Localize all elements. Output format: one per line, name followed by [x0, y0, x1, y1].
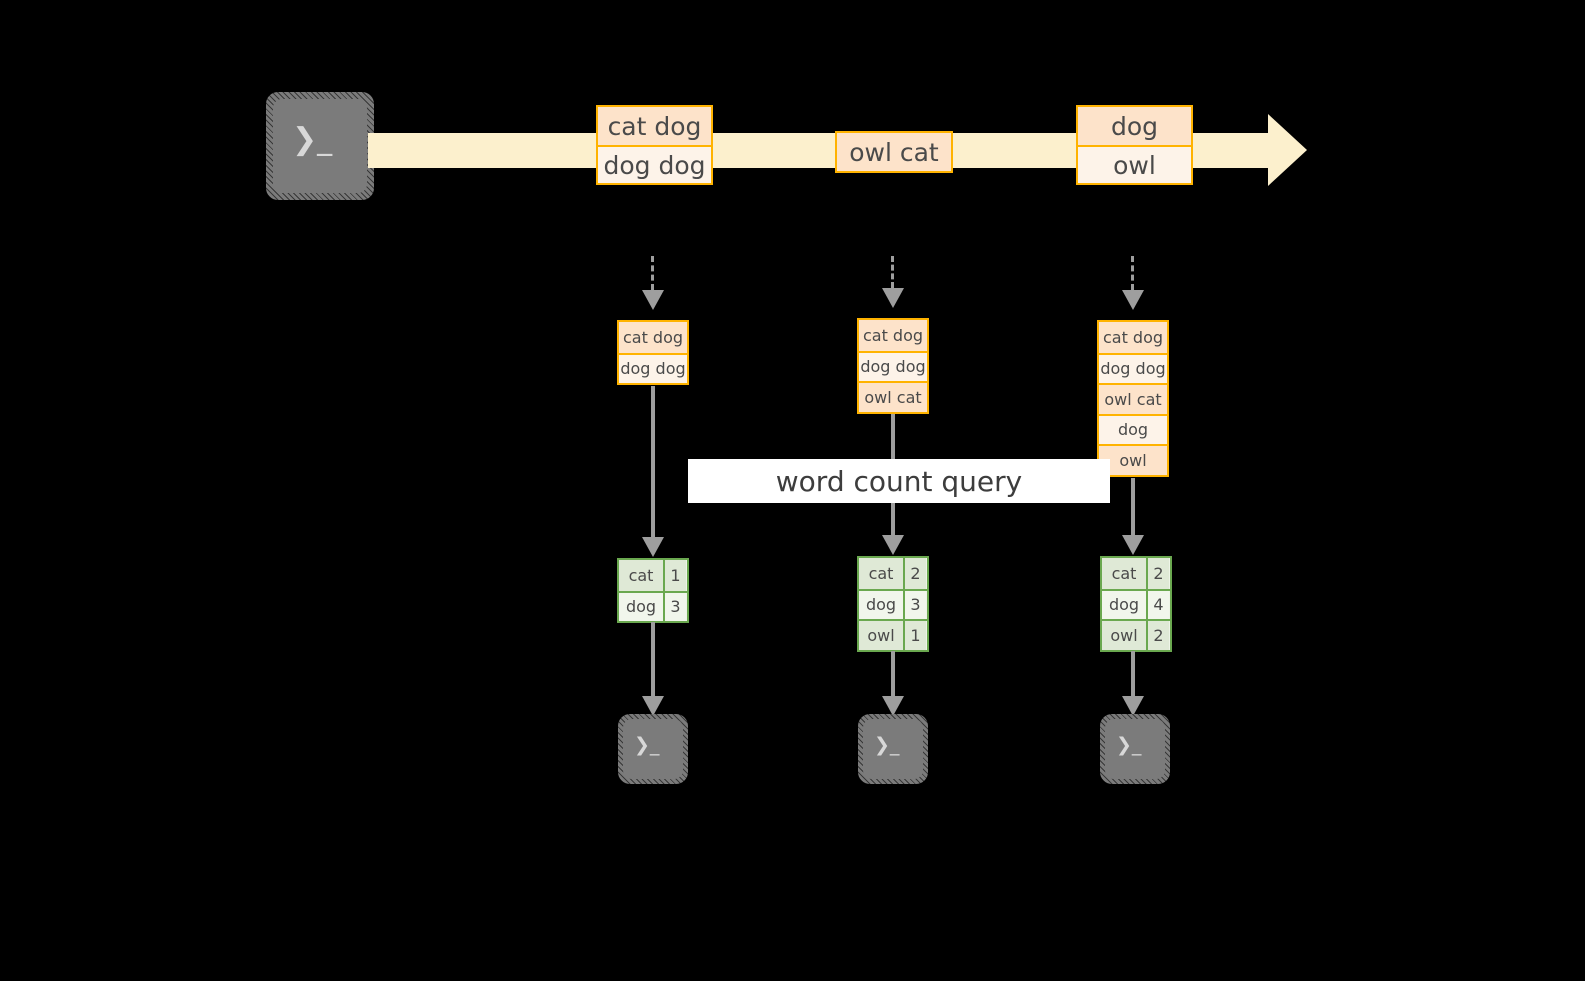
- stage-3-sink-connector: [1131, 651, 1135, 696]
- stage-2-ingest-connector: [891, 256, 894, 288]
- accumulated-record-line: owl cat: [1099, 383, 1167, 414]
- source-terminal-icon[interactable]: ❯_: [266, 92, 374, 200]
- stage-2-result-table[interactable]: cat 2 dog 3 owl 1: [857, 556, 929, 652]
- accumulated-record-line: dog dog: [619, 352, 687, 383]
- word-cell: owl: [859, 621, 903, 650]
- stream-record-line: dog dog: [598, 145, 711, 183]
- stage-3-query-arrowhead: [1122, 535, 1144, 555]
- word-cell: cat: [859, 558, 903, 589]
- word-cell: dog: [1102, 590, 1146, 619]
- stage-2-sink-arrowhead: [882, 696, 904, 716]
- word-cell: cat: [619, 560, 663, 591]
- terminal-prompt-glyph: ❯_: [634, 734, 660, 756]
- stage-1-sink-arrowhead: [642, 696, 664, 716]
- table-row: dog 3: [859, 588, 927, 619]
- stage-2-accumulated-records[interactable]: cat dog dog dog owl cat: [857, 318, 929, 414]
- stream-record-batch-3[interactable]: dog owl: [1076, 105, 1193, 185]
- table-row: cat 2: [1102, 558, 1170, 589]
- accumulated-record-line: dog dog: [859, 350, 927, 381]
- stage-3-result-table[interactable]: cat 2 dog 4 owl 2: [1100, 556, 1172, 652]
- count-cell: 4: [1146, 590, 1169, 619]
- count-cell: 2: [903, 558, 926, 589]
- word-cell: owl: [1102, 621, 1146, 650]
- table-row: cat 1: [619, 560, 687, 591]
- stream-record-line: dog: [1078, 107, 1191, 145]
- stream-record-batch-2[interactable]: owl cat: [835, 131, 953, 173]
- table-row: dog 4: [1102, 588, 1170, 619]
- accumulated-record-line: cat dog: [619, 322, 687, 353]
- stage-1-accumulated-records[interactable]: cat dog dog dog: [617, 320, 689, 385]
- stage-3-accumulated-records[interactable]: cat dog dog dog owl cat dog owl: [1097, 320, 1169, 477]
- event-stream-arrowhead: [1268, 114, 1307, 186]
- stage-3-ingest-arrowhead: [1122, 290, 1144, 310]
- stage-3-sink-arrowhead: [1122, 696, 1144, 716]
- stage-1-query-connector: [651, 386, 655, 537]
- table-row: owl 2: [1102, 619, 1170, 650]
- accumulated-record-line: dog: [1099, 413, 1167, 444]
- accumulated-record-line: cat dog: [1099, 322, 1167, 353]
- count-cell: 2: [1146, 621, 1169, 650]
- count-cell: 1: [663, 560, 686, 591]
- terminal-prompt-glyph: ❯_: [874, 734, 900, 756]
- stage-2-sink-terminal-icon[interactable]: ❯_: [858, 714, 928, 784]
- stream-record-line: owl: [1078, 145, 1191, 183]
- terminal-prompt-glyph: ❯_: [1116, 734, 1142, 756]
- stage-3-ingest-connector: [1131, 256, 1134, 290]
- table-row: dog 3: [619, 590, 687, 621]
- accumulated-record-line: owl cat: [859, 381, 927, 412]
- stream-record-line: owl cat: [837, 133, 951, 171]
- count-cell: 2: [1146, 558, 1169, 589]
- stream-record-line: cat dog: [598, 107, 711, 145]
- count-cell: 1: [903, 621, 926, 650]
- stage-1-ingest-connector: [651, 256, 654, 290]
- terminal-screen: [273, 99, 367, 193]
- word-cell: cat: [1102, 558, 1146, 589]
- stage-3-query-connector: [1131, 478, 1135, 535]
- terminal-prompt-glyph: ❯_: [292, 122, 333, 157]
- stage-1-result-table[interactable]: cat 1 dog 3: [617, 558, 689, 623]
- table-row: cat 2: [859, 558, 927, 589]
- stage-1-sink-connector: [651, 622, 655, 696]
- count-cell: 3: [903, 590, 926, 619]
- terminal-screen: [863, 719, 923, 779]
- stage-2-ingest-arrowhead: [882, 288, 904, 308]
- accumulated-record-line: owl: [1099, 444, 1167, 475]
- count-cell: 3: [663, 592, 686, 621]
- terminal-screen: [1105, 719, 1165, 779]
- stage-2-query-arrowhead: [882, 535, 904, 555]
- query-label: word count query: [688, 459, 1110, 503]
- stage-1-query-arrowhead: [642, 537, 664, 557]
- stage-1-ingest-arrowhead: [642, 290, 664, 310]
- terminal-screen: [623, 719, 683, 779]
- accumulated-record-line: cat dog: [859, 320, 927, 351]
- stream-record-batch-1[interactable]: cat dog dog dog: [596, 105, 713, 185]
- accumulated-record-line: dog dog: [1099, 352, 1167, 383]
- word-cell: dog: [859, 590, 903, 619]
- stage-1-sink-terminal-icon[interactable]: ❯_: [618, 714, 688, 784]
- table-row: owl 1: [859, 619, 927, 650]
- stage-3-sink-terminal-icon[interactable]: ❯_: [1100, 714, 1170, 784]
- stage-2-sink-connector: [891, 651, 895, 696]
- word-cell: dog: [619, 592, 663, 621]
